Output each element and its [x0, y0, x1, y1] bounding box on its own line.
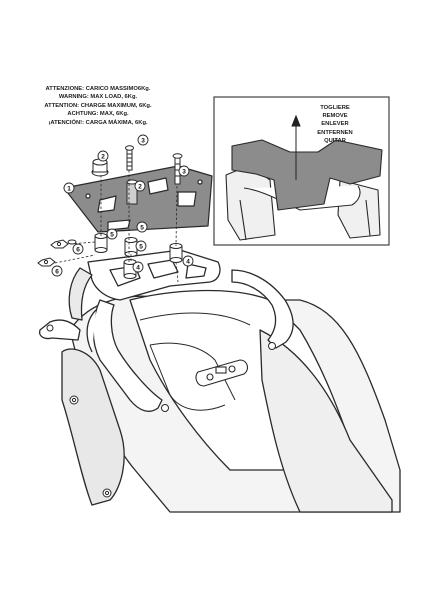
- load-warning-text: ATTENZIONE: CARICO MASSIMO6Kg. WARNING: …: [38, 85, 158, 127]
- callout-6-a: 6: [76, 246, 80, 253]
- callout-labels: 1 2 2 3 3 5 5 5 4 4 6 6: [55, 137, 190, 275]
- callout-markers: [51, 134, 194, 277]
- body-fasteners: [46, 324, 276, 498]
- callout-4-left: 4: [136, 264, 140, 271]
- seat-latch: [195, 359, 249, 387]
- warning-line-fr: ATTENTION: CHARGE MAXIMUM, 6Kg.: [44, 102, 152, 109]
- callout-3-right: 3: [182, 168, 186, 175]
- inset-remove-detail: [213, 96, 390, 246]
- callout-3-top: 3: [141, 137, 145, 144]
- warning-line-it: ATTENZIONE: CARICO MASSIMO6Kg.: [45, 86, 151, 92]
- old-plate: [231, 139, 383, 211]
- assembly-guide-lines: [54, 170, 179, 283]
- remove-instruction-text: TOGLIERE REMOVE ENLEVER ENTFERNEN QUITAR: [300, 104, 370, 145]
- callout-2-mid: 2: [138, 183, 142, 190]
- top-case-plate: [63, 165, 213, 233]
- lift-arrow: [291, 114, 301, 180]
- spacers-2: [91, 158, 138, 205]
- remove-line-en: REMOVE: [322, 113, 348, 120]
- remove-line-it: TOGLIERE: [320, 105, 350, 111]
- callout-1: 1: [67, 185, 71, 192]
- warning-line-es: ¡ATENCIÓN!: CARGA MÁXIMA, 6Kg.: [48, 119, 148, 126]
- callout-5-c: 5: [139, 243, 143, 250]
- seat-details: [139, 312, 251, 411]
- callout-6-b: 6: [55, 268, 59, 275]
- warning-line-en: WARNING: MAX LOAD, 6Kg.: [58, 94, 138, 101]
- warning-line-de: ACHTUNG: MAX, 6Kg.: [67, 111, 129, 118]
- callout-5-b: 5: [110, 231, 114, 238]
- callout-4-right: 4: [186, 258, 190, 265]
- remove-line-fr: ENLEVER: [321, 121, 349, 128]
- remove-line-es: QUITAR: [324, 137, 346, 144]
- remove-line-de: ENTFERNEN: [317, 129, 353, 136]
- callout-5-a: 5: [140, 224, 144, 231]
- callout-2-top: 2: [101, 153, 105, 160]
